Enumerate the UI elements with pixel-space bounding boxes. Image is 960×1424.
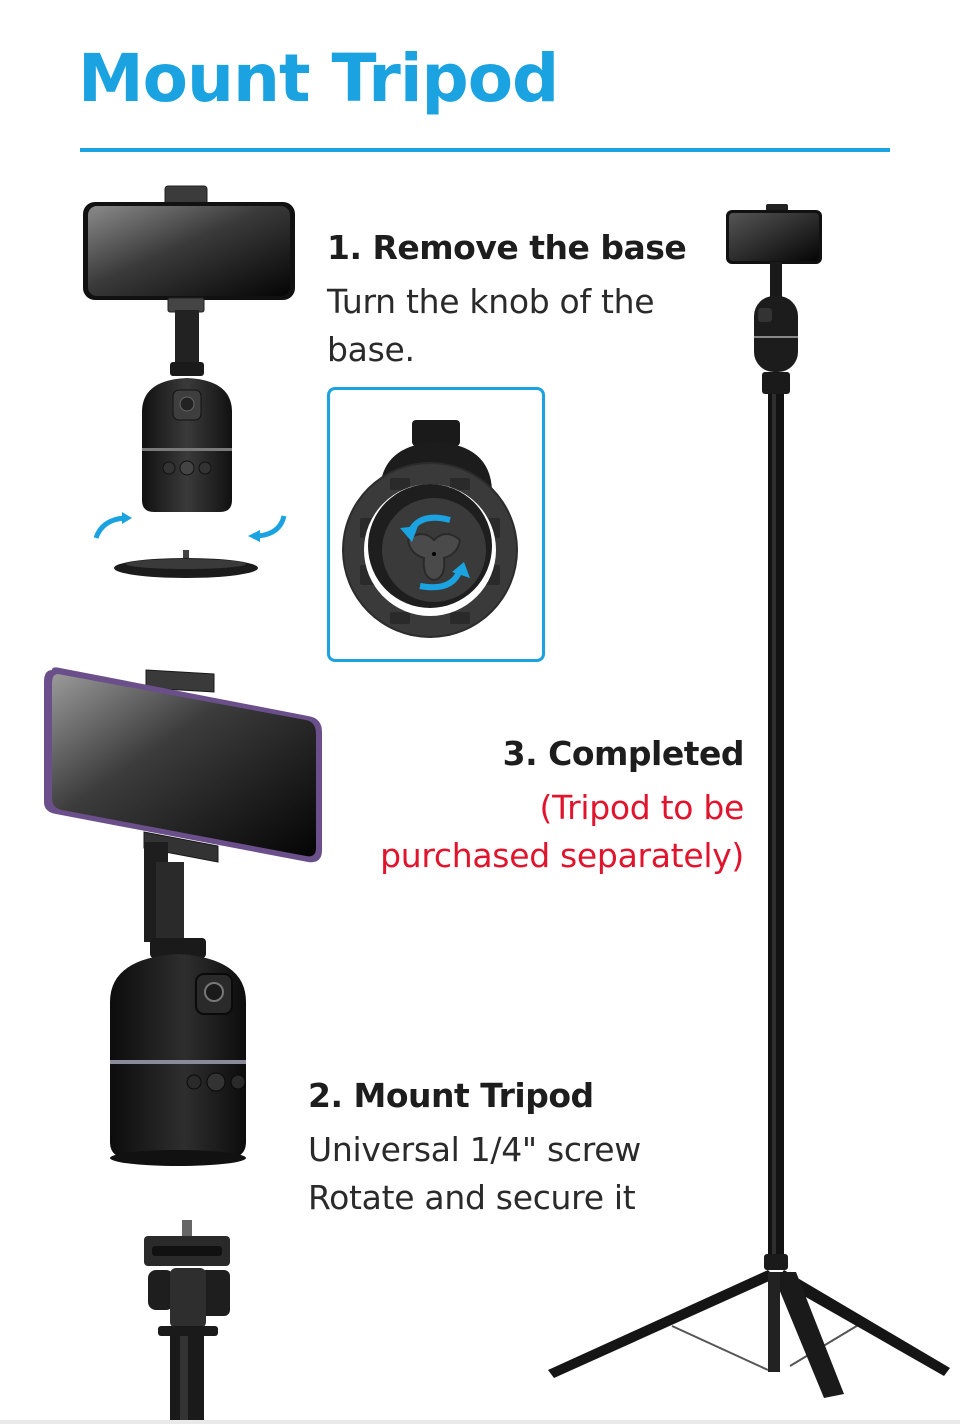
page-title: Mount Tripod [78, 40, 559, 117]
step1-holder-illustration [80, 182, 300, 582]
step3-tripod-illustration [540, 200, 960, 1420]
step3-title: 3. Completed [502, 734, 745, 773]
step2-line2: Rotate and secure it [308, 1178, 636, 1217]
page-bottom-border [0, 1420, 960, 1424]
step3-note-line1: (Tripod to be [539, 788, 745, 827]
step2-tripod-screw-head-illustration [138, 1218, 238, 1424]
step1-title: 1. Remove the base [327, 228, 687, 267]
step2-holder-illustration [38, 662, 338, 1172]
step2-title: 2. Mount Tripod [308, 1076, 594, 1115]
step1-inset-frame [327, 387, 545, 662]
title-divider [80, 148, 890, 152]
step2-line1: Universal 1/4" screw [308, 1130, 641, 1169]
step1-line2: base. [327, 330, 415, 369]
step1-line1: Turn the knob of the [327, 282, 655, 321]
step3-note-line2: purchased separately) [380, 836, 744, 875]
